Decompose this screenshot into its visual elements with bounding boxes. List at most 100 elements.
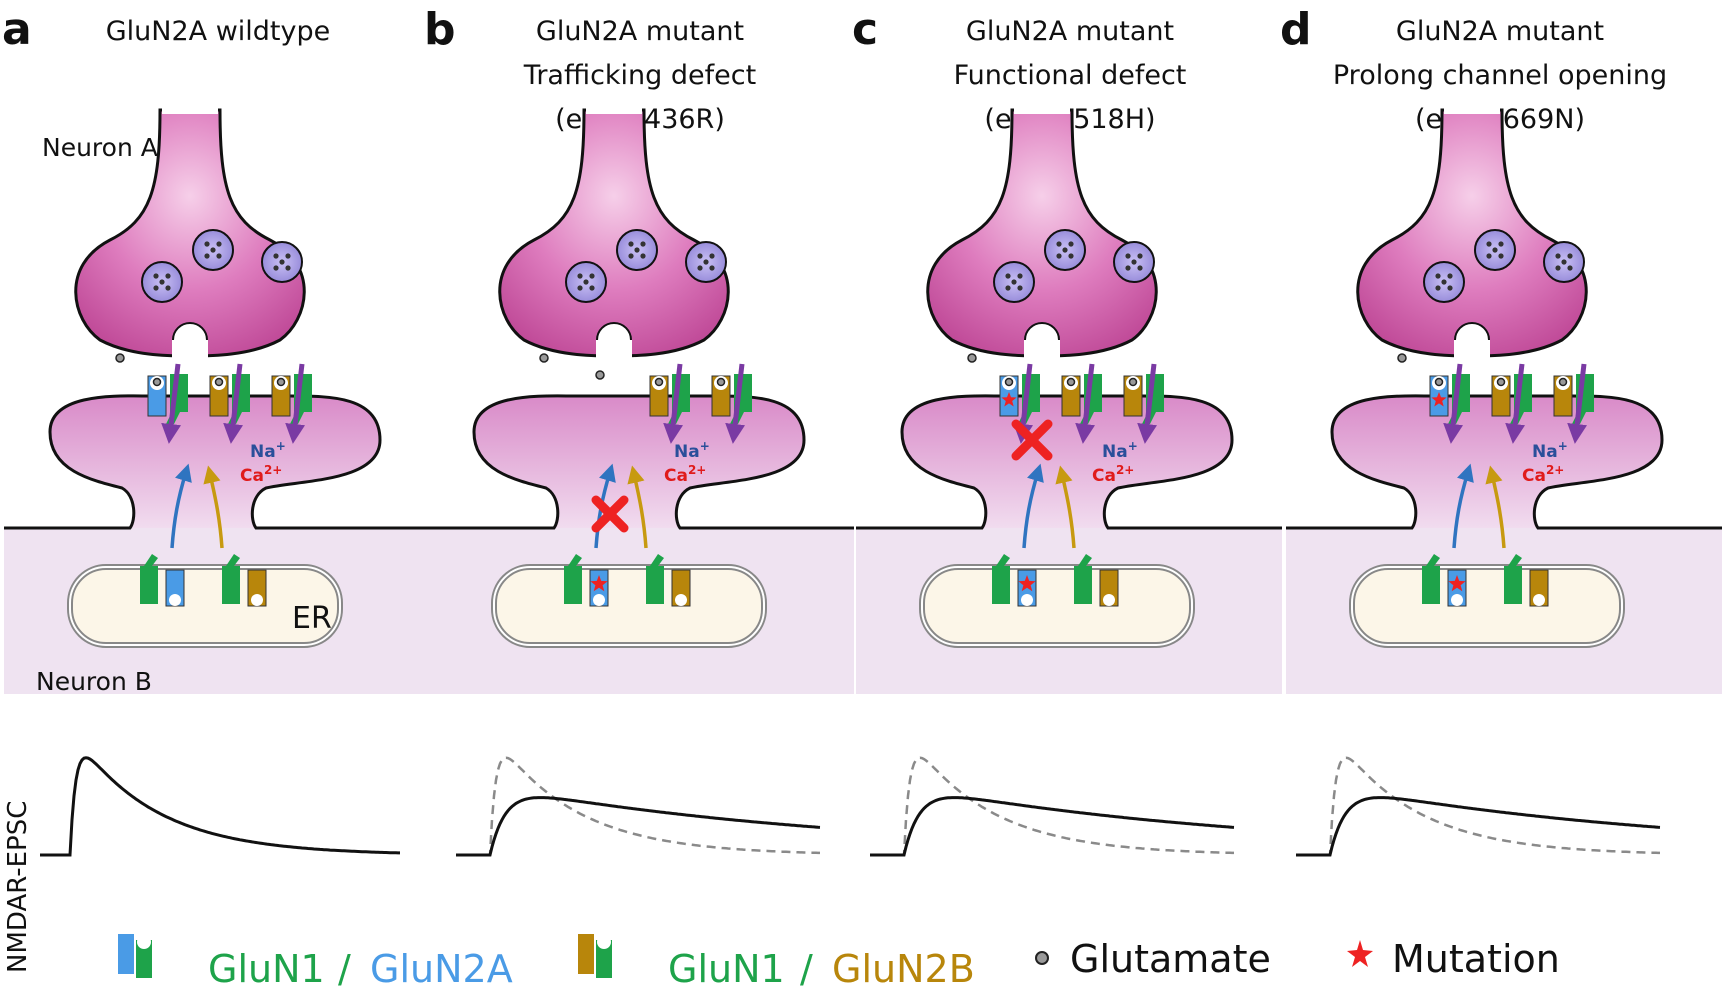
reference-trace	[1296, 756, 1660, 857]
glun2b-trafficking-arrow	[627, 465, 648, 549]
synaptic-vesicle	[685, 241, 727, 283]
presynaptic-terminal	[926, 108, 1158, 358]
epsc-traces	[40, 756, 1661, 857]
glun1-glun2b-receptor	[209, 363, 250, 444]
panel-d: d GluN2A mutant Prolong channel opening …	[1280, 4, 1667, 135]
synapse-panel: Na+Ca2+	[428, 100, 854, 694]
glun1-glun2b-receptor	[1123, 363, 1164, 444]
legend-glun1-label: GluN1	[208, 947, 325, 989]
ion-flow-arrow	[285, 363, 306, 444]
synaptic-vesicle	[1113, 241, 1155, 283]
glutamate-dot-icon	[1128, 377, 1138, 387]
postsynaptic-spine	[428, 395, 804, 528]
glutamate-dot-icon	[1434, 377, 1444, 387]
endoplasmic-reticulum	[1349, 564, 1625, 648]
epsc-trace-group	[1296, 756, 1661, 857]
glutamate-dot-icon	[115, 353, 125, 363]
glutamate-dot-icon	[214, 377, 224, 387]
glun1-glun2b-receptor	[1061, 363, 1102, 444]
glun2a-trafficking-arrow	[1452, 463, 1474, 549]
synapse-panel: Na+Ca2+	[1286, 100, 1722, 694]
glutamate-dot-icon	[716, 377, 726, 387]
ion-flow-arrow	[223, 363, 244, 444]
epsc-trace-group	[40, 756, 400, 857]
synapse-panels: Na+Ca2+Na+Ca2+Na+Ca2+Na+Ca2+	[4, 100, 1722, 694]
panel-title-line-1: GluN2A wildtype	[106, 16, 331, 47]
er-receptor-pair	[140, 554, 185, 607]
red-star-icon	[1448, 575, 1466, 592]
y-axis-label: NMDAR-EPSC	[3, 801, 33, 973]
panel-letter: d	[1280, 4, 1312, 55]
epsc-trace	[40, 756, 400, 857]
er-receptor-pair	[1422, 554, 1467, 607]
red-x-icon	[1011, 419, 1053, 461]
er-receptor-pair	[1074, 554, 1119, 607]
red-star-icon	[1001, 392, 1017, 407]
er-receptor-pair	[222, 554, 267, 607]
legend: GluN1 / GluN2A GluN1 / GluN2B Glutamate …	[118, 934, 1560, 989]
glutamate-dot-icon	[1004, 377, 1014, 387]
red-star-icon	[1018, 575, 1036, 592]
legend-glutamate-label: Glutamate	[1070, 937, 1271, 981]
glutamate-dot-icon	[1035, 951, 1049, 965]
glun1-glun2b-receptor	[649, 363, 690, 444]
synaptic-vesicle	[1044, 229, 1086, 271]
glun1-glun2b-receptor	[1491, 363, 1532, 444]
er-receptor-pair	[646, 554, 691, 607]
synapse-panel: Na+Ca2+	[4, 100, 430, 694]
legend-glun1-glun2b-icon	[578, 934, 612, 978]
panel-title-line-2: Trafficking defect	[523, 60, 756, 91]
ion-flow-arrow	[1013, 363, 1034, 444]
glutamate-dot-icon	[595, 370, 605, 380]
red-star-icon	[590, 575, 608, 592]
red-x-icon	[591, 495, 629, 533]
legend-slash-2: /	[800, 947, 813, 989]
red-star-icon	[1431, 392, 1447, 407]
neuron-a-label: Neuron A	[42, 133, 158, 162]
glun1-glun2b-receptor	[711, 363, 752, 444]
glutamate-dot-icon	[152, 377, 162, 387]
ion-flow-arrow	[663, 363, 684, 444]
synaptic-vesicle	[192, 229, 234, 271]
er-receptor-pair	[992, 554, 1037, 607]
panel-title-line-1: GluN2A mutant	[1396, 16, 1604, 47]
synaptic-vesicle	[993, 261, 1035, 303]
synaptic-vesicle	[1474, 229, 1516, 271]
glun1-glun2b-receptor	[271, 363, 312, 444]
synaptic-vesicle	[1423, 261, 1465, 303]
er-label: ER	[292, 601, 332, 636]
ion-flow-arrow	[1567, 363, 1588, 444]
glutamate-dot-icon	[539, 353, 549, 363]
legend-glun1-glun2a-icon	[118, 934, 152, 978]
ion-flow-arrow	[1137, 363, 1158, 444]
presynaptic-terminal	[498, 108, 730, 358]
synaptic-vesicle	[565, 261, 607, 303]
glun2a-trafficking-arrow	[1022, 463, 1044, 549]
glun1-glun2a-receptor	[999, 363, 1040, 444]
epsc-trace	[1296, 796, 1661, 857]
epsc-trace-group	[456, 756, 821, 857]
glun2a-trafficking-arrow	[170, 463, 192, 549]
ion-flow-arrow	[1505, 363, 1526, 444]
er-receptor-pair	[564, 554, 609, 607]
synaptic-vesicle	[616, 229, 658, 271]
reference-trace	[870, 756, 1234, 857]
glun1-glun2a-receptor	[147, 363, 188, 444]
glutamate-dot-icon	[1397, 353, 1407, 363]
glun2b-trafficking-arrow	[1055, 465, 1076, 549]
glun1-glun2b-receptor	[1553, 363, 1594, 444]
panel-letter: a	[2, 4, 32, 55]
synapse-panel: Na+Ca2+	[856, 100, 1282, 694]
glutamate-dot-icon	[1066, 377, 1076, 387]
glutamate-dot-icon	[654, 377, 664, 387]
panel-title-line-1: GluN2A mutant	[536, 16, 744, 47]
legend-glun2b-label: GluN2B	[832, 947, 975, 989]
endoplasmic-reticulum	[491, 564, 767, 648]
glun2b-trafficking-arrow	[203, 465, 224, 549]
glutamate-dot-icon	[276, 377, 286, 387]
legend-glun1-label-2: GluN1	[668, 947, 785, 989]
glun2b-trafficking-arrow	[1485, 465, 1506, 549]
epsc-trace	[456, 796, 821, 857]
er-receptor-pair	[1504, 554, 1549, 607]
panel-letter: c	[852, 4, 878, 55]
